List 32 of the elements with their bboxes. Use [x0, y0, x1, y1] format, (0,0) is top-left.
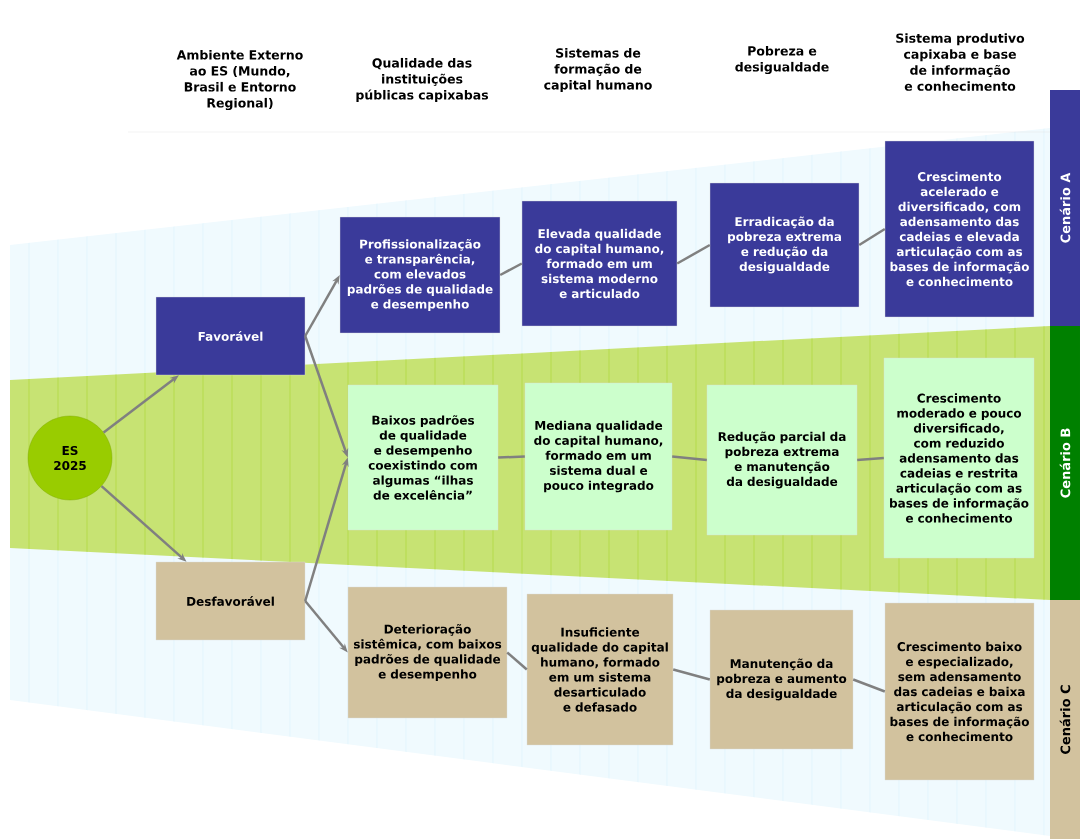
process-box: Profissionalização e transparência, com elevados padrões de qualidade e desempenho — [339, 216, 501, 334]
scenario-band: Cenário A — [1050, 90, 1080, 326]
scenario-box: Desfavorável — [155, 561, 306, 641]
connector-line — [672, 455, 707, 462]
process-box: Baixos padrões de qualidade e desempenho coexistindo com algumas “ilhas de excelência” — [347, 384, 499, 531]
scenario-box: Favorável — [155, 296, 306, 376]
connector-line — [506, 651, 528, 671]
process-box: Redução parcial da pobreza extrema e manutenção da desigualdade — [706, 384, 858, 536]
column-heading: Qualidade das instituições públicas capixabas — [356, 57, 489, 103]
column-heading: Ambiente Externo ao ES (Mundo, Brasil e Entorno Regional) — [176, 49, 303, 111]
process-box: Manutenção da pobreza e aumento da desigualdade — [709, 609, 854, 750]
connector-line — [852, 678, 886, 693]
process-box: Elevada qualidade do capital humano, formado em um sistema moderno e articulado — [521, 200, 678, 327]
process-box: Erradicação da pobreza extrema e redução da desigualdade — [709, 182, 860, 308]
scenario-band: Cenário B — [1050, 326, 1080, 600]
connector-line — [672, 668, 711, 681]
process-box: Crescimento acelerado e diversificado, com adensamento das cadeias e elevada articulação com as bases de informação e conhecimento — [884, 140, 1035, 318]
connector-line — [498, 455, 525, 459]
connector-line — [858, 227, 886, 247]
process-box: Insuficiente qualidade do capital humano, formado em um sistema desarticulado e defasado — [526, 593, 674, 746]
connector-line — [499, 262, 523, 277]
scenario-band: Cenário C — [1050, 600, 1080, 839]
process-box: Crescimento baixo e especializado, sem adensamento das cadeias e baixa articulação com as bases de informação e conhecimento — [884, 602, 1035, 781]
process-box: Crescimento moderado e pouco diversificado, com reduzido adensamento das cadeias e restrita articulação com as bases de informação e conhecimento — [883, 357, 1035, 559]
connector-line — [676, 243, 711, 265]
process-box: Deterioração sistêmica, com baixos padrões de qualidade e desempenho — [347, 586, 508, 719]
connector-line — [857, 456, 884, 462]
column-heading: Sistema produtivo capixaba e base de informação e conhecimento — [896, 33, 1025, 91]
process-box: Mediana qualidade do capital humano, formado em um sistema dual e pouco integrado — [524, 382, 673, 531]
column-heading: Sistemas de formação de capital humano — [544, 47, 652, 93]
arrow — [102, 375, 179, 434]
column-heading: Pobreza e desigualdade — [735, 45, 829, 75]
